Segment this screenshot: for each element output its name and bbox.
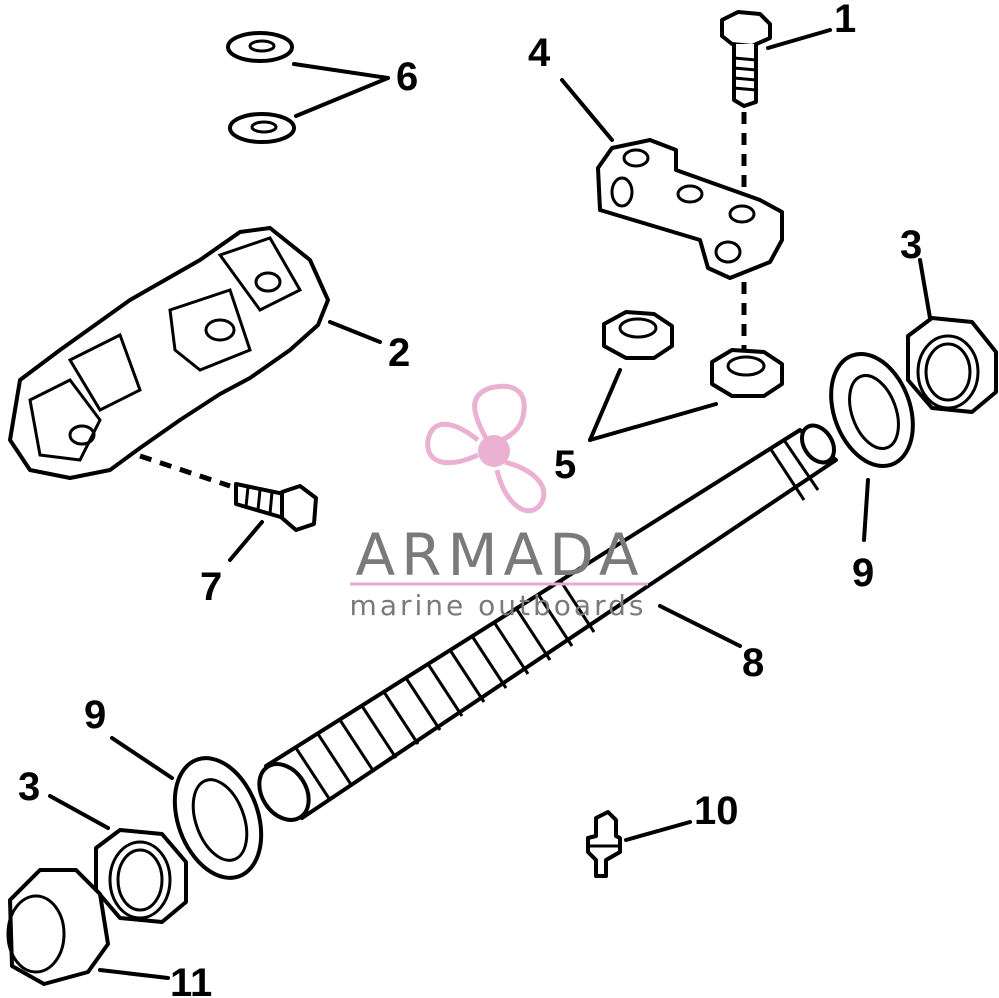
- callout-9-right: 9: [852, 551, 874, 595]
- callout-7: 7: [200, 565, 222, 609]
- callout-9-left: 9: [84, 693, 106, 737]
- callout-8: 8: [742, 641, 764, 685]
- watermark-brand-text: ARMADA: [355, 521, 644, 589]
- part-washer-9-left: [172, 756, 264, 880]
- callout-1: 1: [834, 0, 856, 41]
- callout-2: 2: [388, 331, 410, 375]
- part-washer-9-right: [829, 351, 915, 469]
- watermark-propeller-icon: [425, 383, 547, 514]
- part-bracket-4: [596, 138, 784, 280]
- part-threaded-tube-8: [257, 423, 838, 822]
- callouts: 1 4 6 2 3 5 9 7 8 9 3 10 11: [18, 0, 922, 998]
- part-nut-5-left: [602, 310, 674, 360]
- callout-4: 4: [528, 31, 551, 75]
- part-hex-nut-3-left: [94, 828, 188, 924]
- callout-5: 5: [554, 443, 576, 487]
- callout-11: 11: [170, 961, 212, 998]
- watermark-tagline-text: marine outboards: [350, 589, 647, 622]
- housing-axis-line: [139, 453, 231, 489]
- part-hex-nut-3-right: [906, 316, 998, 414]
- part-washer-6-top: [226, 31, 294, 63]
- part-washer-6-bottom: [228, 112, 296, 144]
- watermark-brand: ARMADA marine outboards: [350, 521, 648, 622]
- part-grease-fitting-10: [586, 810, 622, 878]
- callout-6: 6: [396, 55, 418, 99]
- part-nut-5-right: [710, 348, 784, 398]
- callout-10: 10: [694, 789, 739, 833]
- callout-3-right: 3: [900, 223, 922, 267]
- part-bolt-1: [720, 10, 772, 108]
- part-screw-7: [234, 482, 318, 532]
- leader-lines: [48, 28, 932, 980]
- part-cap-nut-11: [6, 868, 110, 986]
- callout-3-left: 3: [18, 765, 40, 809]
- part-housing-2: [8, 226, 330, 480]
